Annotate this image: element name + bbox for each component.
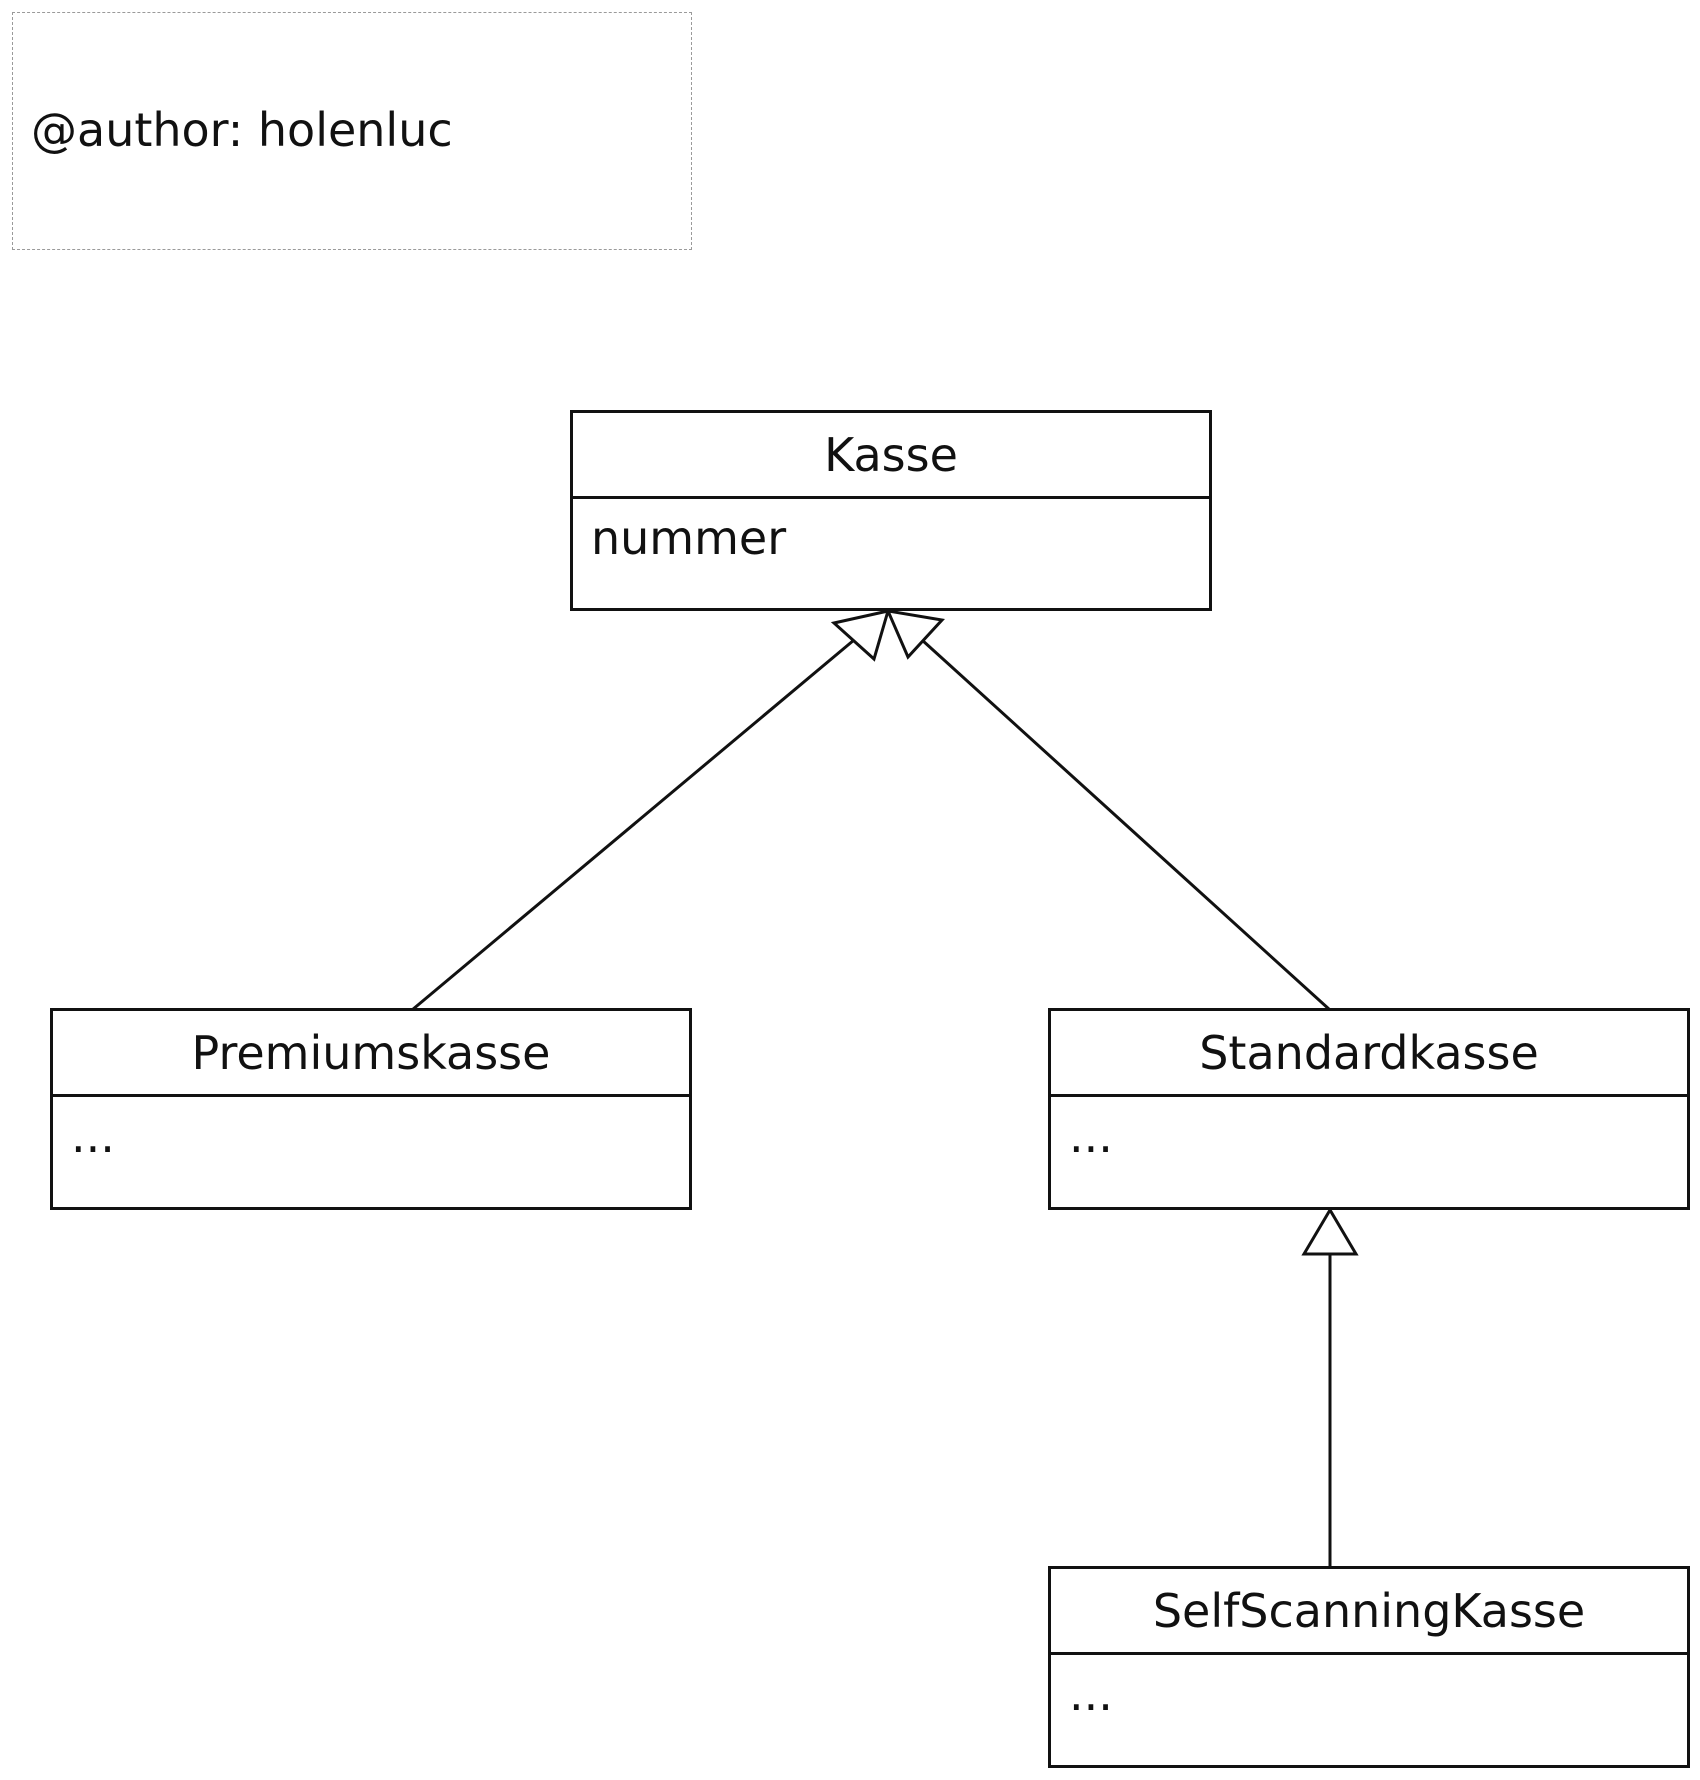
class-attribute: ... (1069, 1109, 1113, 1163)
class-attribute: ... (1069, 1667, 1113, 1721)
class-premiumskasse[interactable]: Premiumskasse ... (50, 1008, 692, 1210)
class-name: SelfScanningKasse (1051, 1569, 1687, 1655)
generalization-arrow-selfscanningkasse (1301, 1207, 1359, 1256)
generalization-arrow-premiumskasse (830, 608, 891, 662)
author-note: @author: holenluc (12, 12, 692, 250)
class-name: Standardkasse (1051, 1011, 1687, 1097)
class-standardkasse[interactable]: Standardkasse ... (1048, 1008, 1690, 1210)
class-selfscanningkasse[interactable]: SelfScanningKasse ... (1048, 1566, 1690, 1768)
author-note-text: @author: holenluc (31, 103, 453, 157)
line-premiumskasse-to-kasse (411, 638, 855, 1012)
class-attribute: nummer (591, 511, 787, 565)
generalization-arrow-standardkasse (885, 609, 945, 660)
class-name: Premiumskasse (53, 1011, 689, 1097)
class-attribute: ... (71, 1109, 115, 1163)
class-kasse[interactable]: Kasse nummer (570, 410, 1212, 611)
line-standardkasse-to-kasse (920, 638, 1332, 1012)
class-name: Kasse (573, 413, 1209, 499)
